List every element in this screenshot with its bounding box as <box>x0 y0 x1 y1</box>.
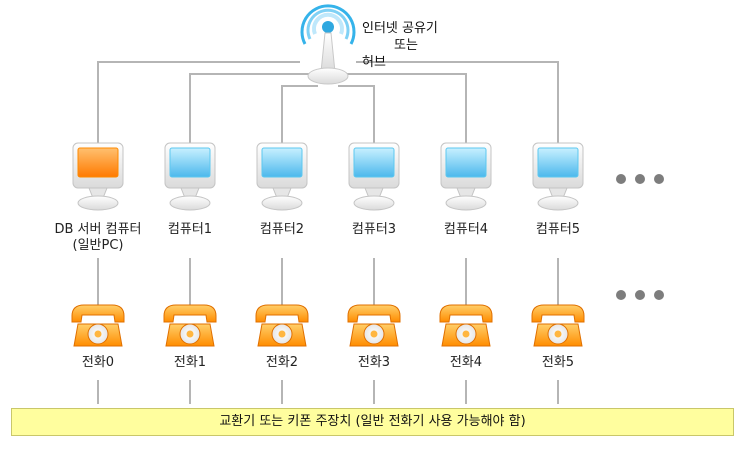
phone-label-5: 전화5 <box>541 355 575 370</box>
phone-label-1: 전화1 <box>173 355 207 370</box>
router-label-line3: 허브 <box>362 55 386 70</box>
link-router-pc4 <box>345 73 467 143</box>
telephone-icon-5 <box>531 304 585 347</box>
link-router-pc0 <box>97 61 300 143</box>
computer-icon-1 <box>164 142 216 211</box>
computer-label-0-line1: DB 서버 컴퓨터 <box>54 222 142 237</box>
phone-label-4: 전화4 <box>449 355 483 370</box>
computer-label-5: 컴퓨터5 <box>535 222 581 237</box>
telephone-icon-4 <box>439 304 493 347</box>
router-label: 인터넷 공유기 또는 허브 <box>362 20 438 71</box>
computer-label-1: 컴퓨터1 <box>167 222 213 237</box>
pbx-label: 교환기 또는 키폰 주장치 (일반 전화기 사용 가능해야 함) <box>219 414 526 429</box>
router-label-line1: 인터넷 공유기 <box>362 21 438 36</box>
computer-icon-2 <box>256 142 308 211</box>
pbx-bar: 교환기 또는 키폰 주장치 (일반 전화기 사용 가능해야 함) <box>11 408 734 436</box>
computer-label-4: 컴퓨터4 <box>443 222 489 237</box>
telephone-icon-3 <box>347 304 401 347</box>
wifi-router-icon <box>300 4 356 85</box>
phone-label-0: 전화0 <box>81 355 115 370</box>
link-router-pc3 <box>338 85 375 143</box>
computer-icon-3 <box>348 142 400 211</box>
link-router-pc5 <box>356 61 559 143</box>
computer-label-0: DB 서버 컴퓨터 (일반PC) <box>33 222 163 254</box>
more-phones-ellipsis <box>616 290 673 300</box>
telephone-icon-0 <box>71 304 125 347</box>
link-router-pc1 <box>189 73 311 143</box>
link-router-pc2 <box>281 85 318 143</box>
telephone-icon-2 <box>255 304 309 347</box>
phone-label-2: 전화2 <box>265 355 299 370</box>
computer-label-3: 컴퓨터3 <box>351 222 397 237</box>
server-computer-icon-0 <box>72 142 124 211</box>
computer-label-2: 컴퓨터2 <box>259 222 305 237</box>
computer-icon-5 <box>532 142 584 211</box>
computer-icon-4 <box>440 142 492 211</box>
telephone-icon-1 <box>163 304 217 347</box>
router-label-line2: 또는 <box>394 38 418 53</box>
phone-label-3: 전화3 <box>357 355 391 370</box>
more-computers-ellipsis <box>616 174 673 184</box>
computer-label-0-line2: (일반PC) <box>72 238 124 253</box>
